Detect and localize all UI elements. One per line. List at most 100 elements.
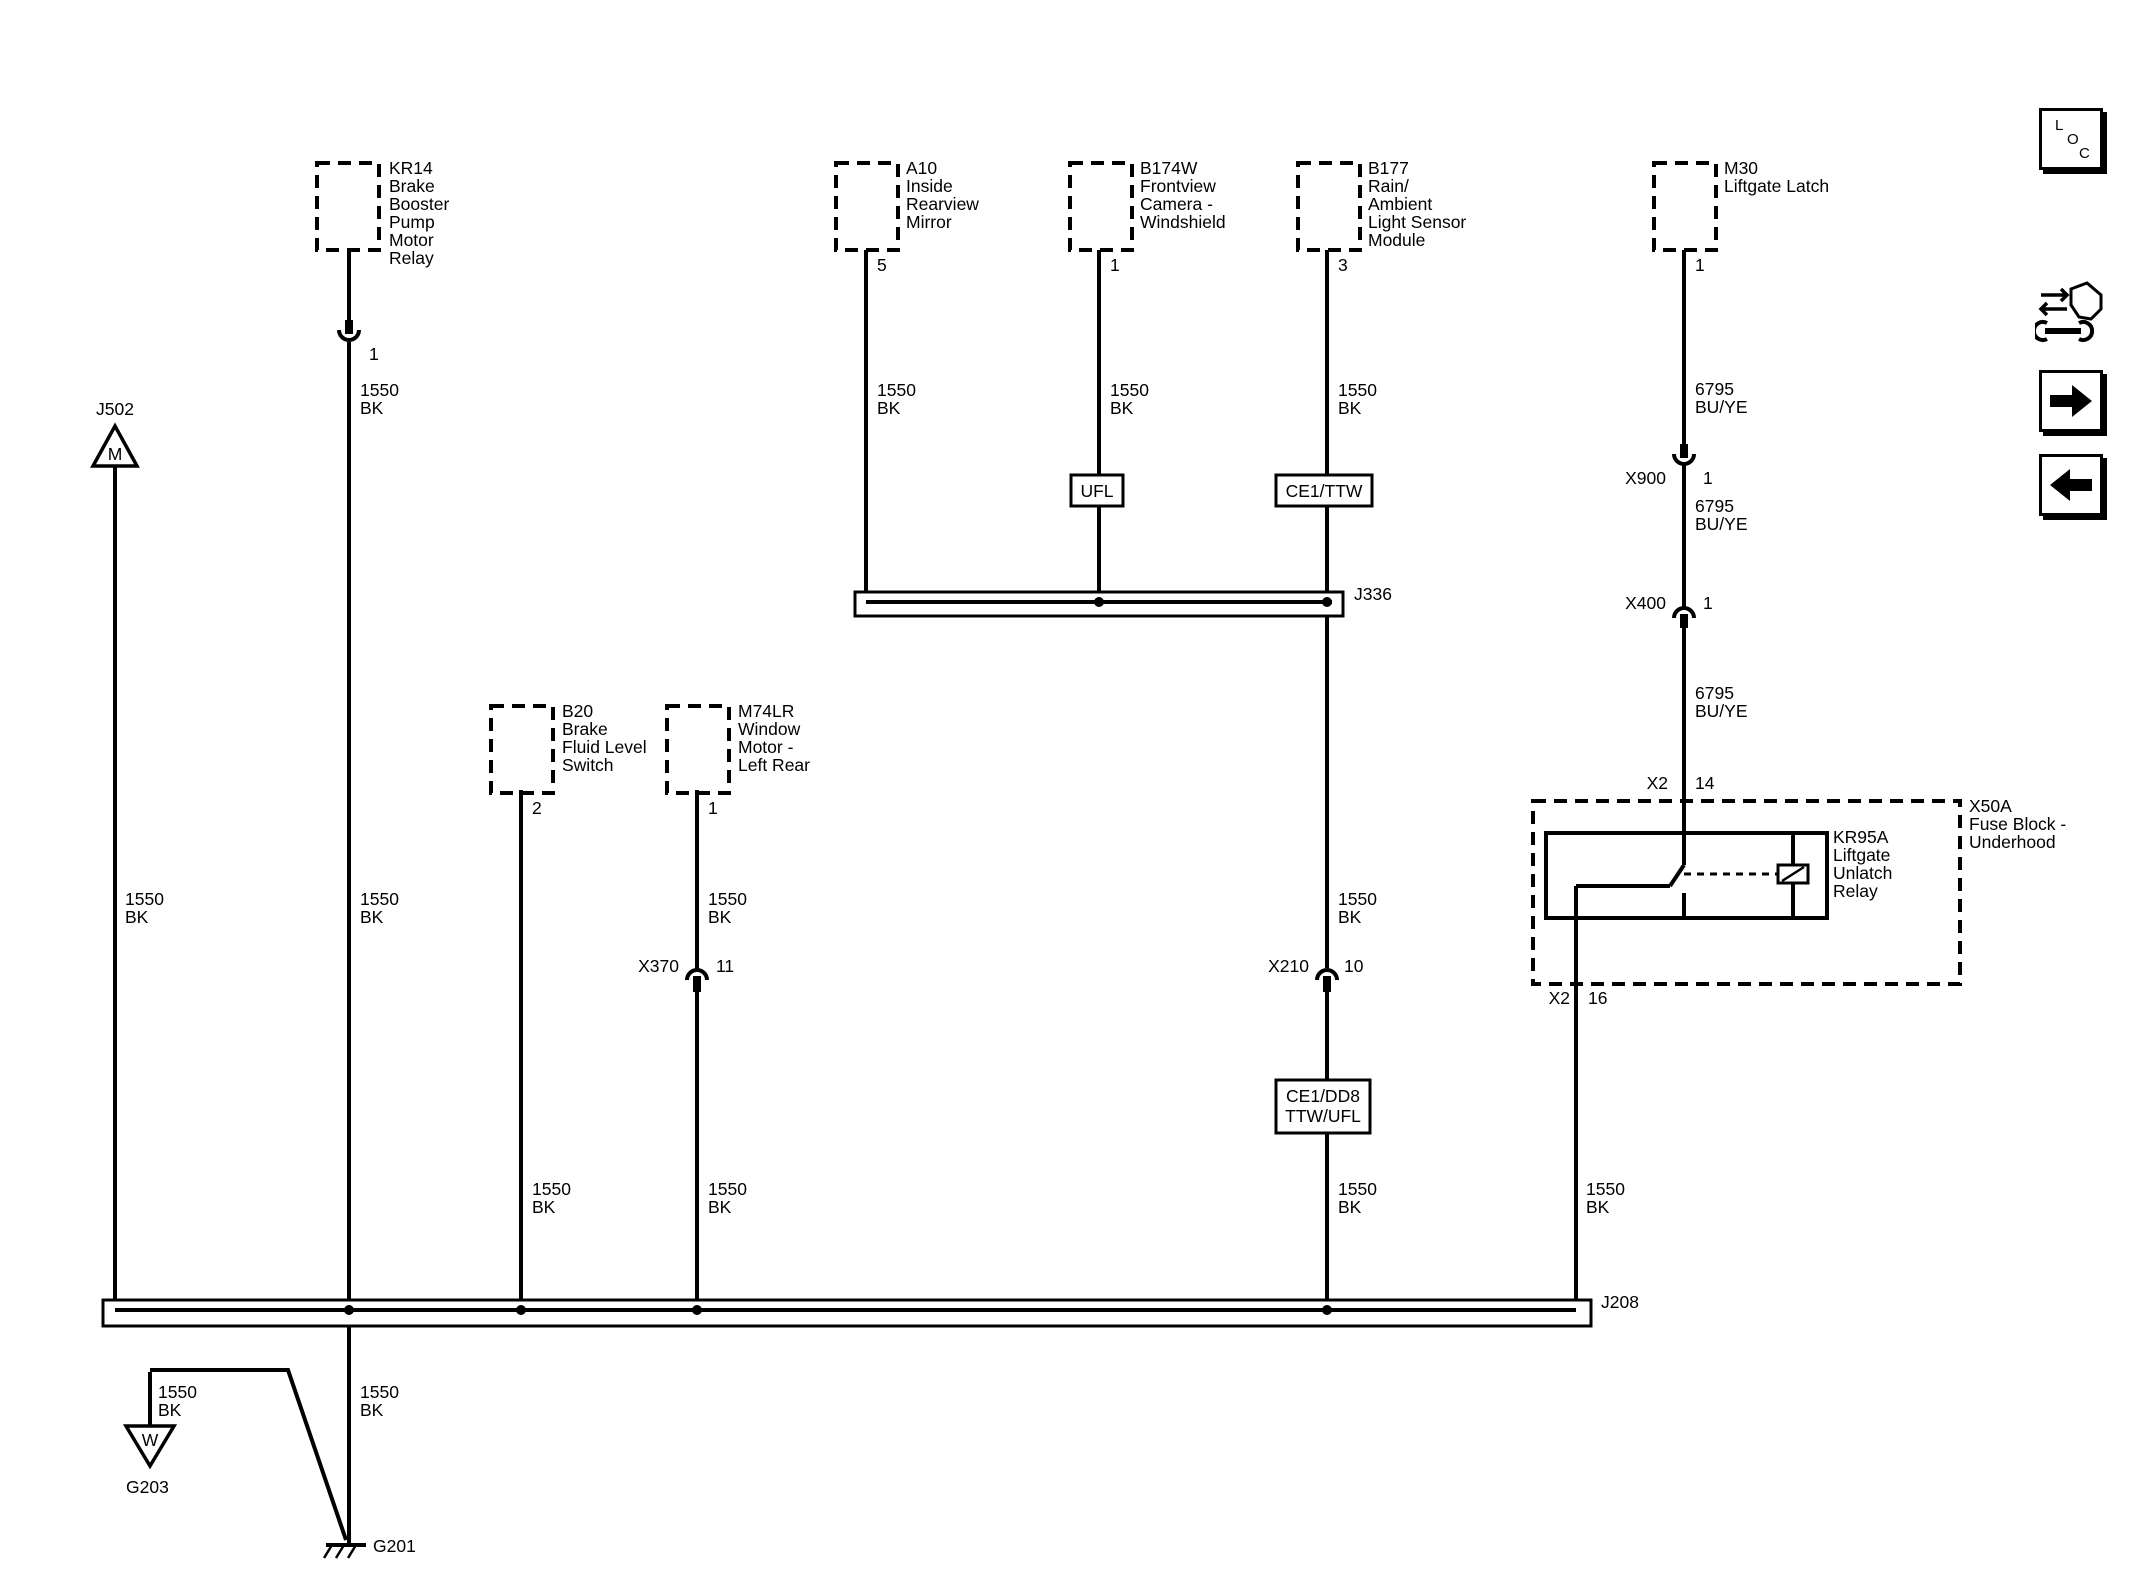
component-m74lr-label: M74LR Window Motor - Left Rear (738, 701, 810, 775)
connector-x400-cup[interactable] (1672, 606, 1696, 619)
loc-button[interactable]: L O C (2039, 108, 2103, 170)
connector-kr14-cup[interactable] (337, 329, 361, 342)
loc-icon: L O C (2055, 117, 2090, 162)
connector-kr14-pin (345, 320, 353, 334)
option-boxes: UFL CE1/TTW CE1/DD8 TTW/UFL (1069, 473, 1374, 1135)
splice-ground-labels: J336 J208 J502 G201 G203 (96, 399, 1639, 1556)
ground-g203-label: G203 (126, 1477, 169, 1497)
component-b20-box[interactable] (489, 704, 555, 795)
pin-b177: 3 (1338, 255, 1348, 275)
routing-wrench-icon (2031, 281, 2103, 342)
pin-x2-bottom: 16 (1588, 988, 1607, 1008)
option-box-ufl[interactable] (1069, 473, 1125, 508)
ground-g203-symbol[interactable] (122, 1424, 178, 1470)
pin-x400: 1 (1703, 593, 1713, 613)
component-b174w-label: B174W Frontview Camera - Windshield (1140, 158, 1226, 232)
connector-x210-label: X210 (1268, 956, 1309, 976)
connector-labels: X900 X400 X2 X2 X370 X210 (638, 468, 1668, 1008)
splice-dot (1322, 1305, 1332, 1315)
component-m74lr-box[interactable] (665, 704, 731, 795)
component-b174w-box[interactable] (1068, 161, 1134, 252)
component-kr14-label: KR14 Brake Booster Pump Motor Relay (389, 158, 454, 268)
option-box-ce1-dd8[interactable] (1274, 1078, 1372, 1135)
splice-dot (516, 1305, 526, 1315)
component-x50a-box[interactable] (1531, 799, 1962, 986)
pin-x900: 1 (1703, 468, 1713, 488)
wires (113, 250, 1686, 1545)
pin-m74lr: 1 (708, 798, 718, 818)
arrow-right-icon (2050, 385, 2092, 417)
svg-text:C: C (2079, 145, 2090, 162)
splice-dot (344, 1305, 354, 1315)
component-b20-label: B20 Brake Fluid Level Switch (562, 701, 652, 775)
relay-kr95a[interactable] (1544, 831, 1829, 920)
previous-page-button[interactable] (2039, 454, 2103, 516)
splice-bars (101, 590, 1593, 1328)
ground-g203-mark: W (142, 1430, 159, 1450)
pin-x2-top: 14 (1695, 773, 1715, 793)
routing-wrench-button[interactable] (2031, 275, 2107, 347)
splice-dots (344, 597, 1332, 1315)
connector-x2-bottom-label: X2 (1549, 988, 1570, 1008)
component-boxes (315, 161, 1962, 986)
component-a10-box[interactable] (834, 161, 900, 252)
svg-text:L: L (2055, 117, 2063, 134)
option-label-ufl: UFL (1080, 481, 1113, 501)
connector-x2-top-label: X2 (1647, 773, 1668, 793)
connector-x900-pin (1680, 444, 1688, 458)
splice-j208-label: J208 (1601, 1292, 1639, 1312)
connector-x370-pin (693, 976, 701, 992)
connector-x400-label: X400 (1625, 593, 1666, 613)
relay-body (1544, 831, 1829, 920)
connector-x370-cup[interactable] (685, 968, 709, 981)
ground-g201-symbol[interactable] (322, 1543, 366, 1559)
connector-x210-cup[interactable] (1315, 968, 1339, 981)
connector-x400-pin (1680, 614, 1688, 628)
component-m30-box[interactable] (1652, 161, 1718, 252)
pin-labels: 1 5 1 3 1 2 1 1 1 14 16 11 10 (369, 255, 1715, 1008)
pin-x210: 10 (1344, 956, 1364, 976)
component-b177-box[interactable] (1296, 161, 1362, 252)
connector-x900-label: X900 (1625, 468, 1666, 488)
pin-b174w: 1 (1110, 255, 1120, 275)
connector-x900-cup[interactable] (1672, 453, 1696, 466)
ground-symbols: M W (90, 422, 366, 1559)
splice-dot (1322, 597, 1332, 607)
wire-g203[interactable] (150, 1368, 348, 1541)
inline-connectors (337, 320, 1696, 992)
connector-x210-pin (1323, 976, 1331, 992)
splice-dot (692, 1305, 702, 1315)
option-label-ce1-dd8-line1: CE1/DD8 (1286, 1086, 1360, 1106)
pin-a10: 5 (877, 255, 887, 275)
relay-switch-arm (1668, 863, 1686, 888)
component-m30-label: M30 Liftgate Latch (1724, 158, 1829, 196)
pin-m30: 1 (1695, 255, 1705, 275)
splice-j502-label: J502 (96, 399, 134, 419)
splice-dot (1094, 597, 1104, 607)
svg-text:O: O (2067, 131, 2079, 148)
splice-j502-symbol[interactable] (90, 422, 140, 468)
splice-j502-mark: M (108, 444, 123, 464)
component-a10-label: A10 Inside Rearview Mirror (906, 158, 984, 232)
component-kr14-box[interactable] (315, 161, 381, 252)
option-box-ce1-ttw[interactable] (1274, 473, 1374, 508)
relay-coil-mark (1781, 865, 1805, 883)
next-page-button[interactable] (2039, 370, 2103, 432)
connector-x370-label: X370 (638, 956, 679, 976)
